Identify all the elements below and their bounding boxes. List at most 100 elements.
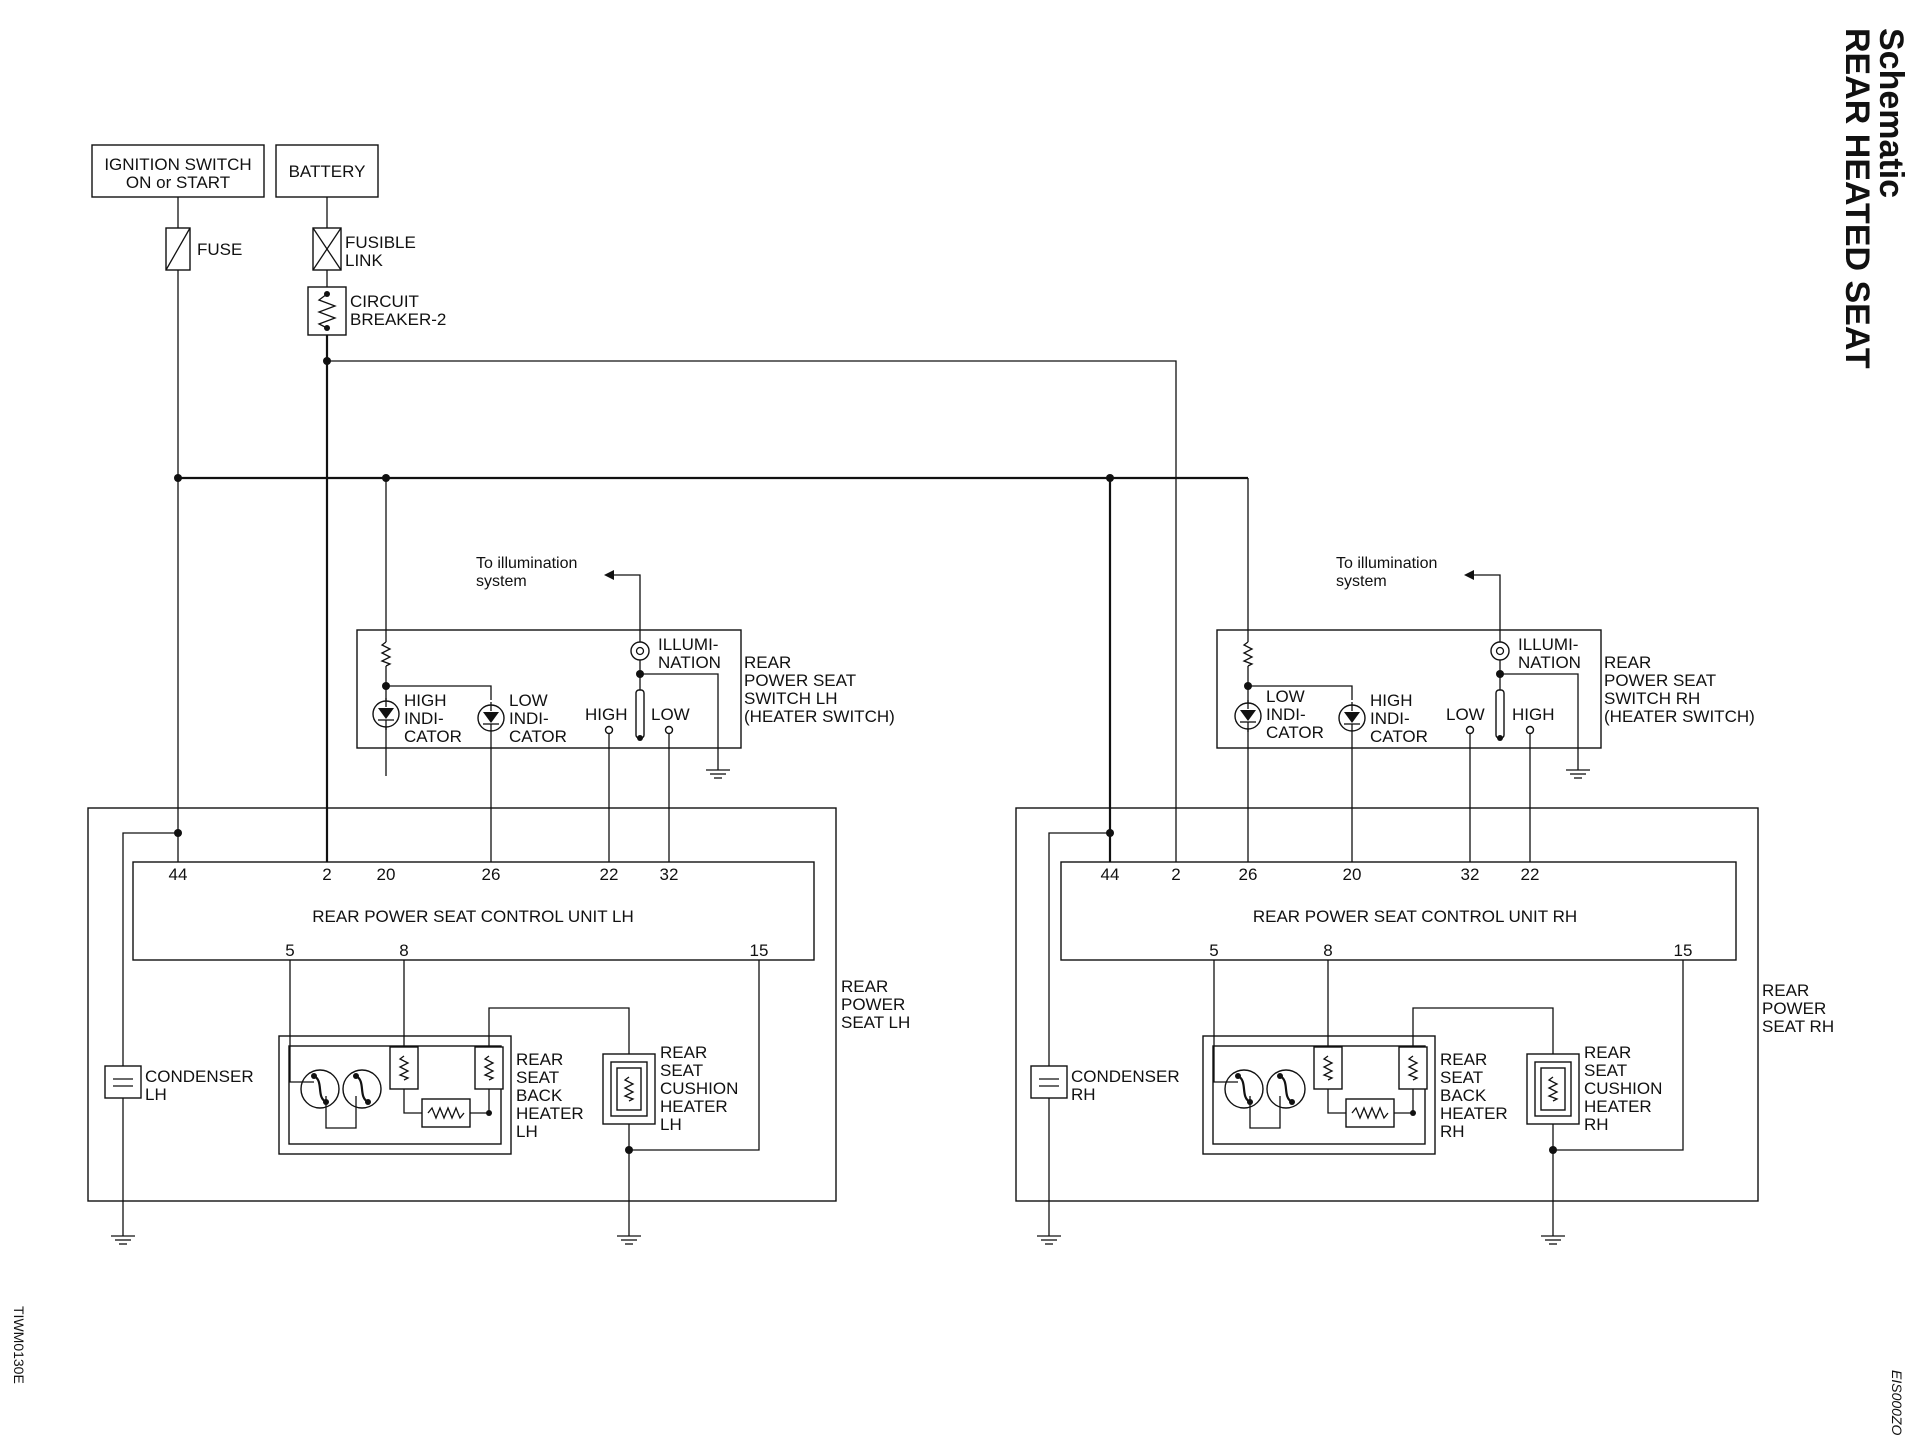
battery: BATTERY	[275, 144, 379, 198]
title-line1: Schematic	[1872, 28, 1910, 198]
illum-note-rh-1: To illumination	[1336, 555, 1437, 572]
rear-power-seat-lh: REAR POWER SEAT LH CONDENSER LH REAR POW…	[87, 807, 910, 1226]
control-unit-lh-label: REAR POWER SEAT CONTROL UNIT LH	[312, 907, 633, 926]
illum-note-rh-2: system	[1336, 573, 1387, 590]
fuse-label: FUSE	[197, 240, 242, 259]
rh-pin-32: 32	[1461, 865, 1480, 884]
ground-rh-heater	[1540, 1225, 1566, 1245]
seat-rh-label-2: POWER	[1762, 999, 1826, 1018]
condenser-rh-label-1: CONDENSER	[1071, 1067, 1180, 1086]
rh-pin-2: 2	[1171, 865, 1180, 884]
switch-rh-name-3: SWITCH RH	[1604, 689, 1700, 708]
high-indicator-rh-label-1: HIGH	[1370, 691, 1413, 710]
lh-pin-44: 44	[169, 865, 188, 884]
condenser-rh-label-2: RH	[1071, 1085, 1096, 1104]
fusible-link-label-1: FUSIBLE	[345, 233, 416, 252]
heater-switch-rh	[1495, 689, 1505, 741]
illumination-lh-label-2: NATION	[658, 653, 721, 672]
control-unit-rh: REAR POWER SEAT CONTROL UNIT RH 44 2 26 …	[1060, 861, 1737, 961]
title: Schematic REAR HEATED SEAT	[1838, 28, 1910, 369]
fuse: FUSE	[165, 227, 242, 271]
lh-pin-2: 2	[322, 865, 331, 884]
seat-lh-label-3: SEAT LH	[841, 1013, 910, 1032]
switch-lh-name-2: POWER SEAT	[744, 671, 856, 690]
lh-pin-32: 32	[660, 865, 679, 884]
lh-pin-20: 20	[377, 865, 396, 884]
rear-power-seat-rh: REAR POWER SEAT RH CONDENSER RH REAR POW…	[1015, 807, 1834, 1226]
back-heater-rh-label-5: RH	[1440, 1122, 1465, 1141]
low-indicator-rh	[1234, 699, 1262, 733]
sw-low-rh: LOW	[1446, 705, 1485, 724]
ignition-switch-label-2: ON or START	[126, 173, 230, 192]
back-heater-lh-label-1: REAR	[516, 1050, 563, 1069]
sw-high-rh: HIGH	[1512, 705, 1555, 724]
condenser-rh	[1030, 1065, 1068, 1099]
switch-lh-name-3: SWITCH LH	[744, 689, 838, 708]
rh-pin-5: 5	[1209, 941, 1218, 960]
low-indicator-lh-label-1: LOW	[509, 691, 548, 710]
high-indicator-rh-label-2: INDI-	[1370, 709, 1410, 728]
heater-switch-lh	[635, 689, 645, 741]
back-heater-rh-label-4: HEATER	[1440, 1104, 1508, 1123]
back-heater-rh	[1202, 1035, 1436, 1155]
illum-note-lh-2: system	[476, 573, 527, 590]
seat-rh-label-1: REAR	[1762, 981, 1809, 1000]
circuit-breaker: CIRCUIT BREAKER-2	[307, 286, 446, 336]
fusible-link: FUSIBLE LINK	[312, 227, 416, 271]
ignition-switch-label-1: IGNITION SWITCH	[104, 155, 251, 174]
high-indicator-lh-label-1: HIGH	[404, 691, 447, 710]
condenser-lh-label-2: LH	[145, 1085, 167, 1104]
lh-pin-22: 22	[600, 865, 619, 884]
cushion-heater-rh-label-1: REAR	[1584, 1043, 1631, 1062]
rh-pin-26: 26	[1239, 865, 1258, 884]
rh-pin-20: 20	[1343, 865, 1362, 884]
back-heater-lh-label-2: SEAT	[516, 1068, 559, 1087]
high-indicator-lh-label-3: CATOR	[404, 727, 462, 746]
switch-rh-name-4: (HEATER SWITCH)	[1604, 707, 1755, 726]
cushion-heater-lh	[602, 1053, 656, 1125]
seat-rh-label-3: SEAT RH	[1762, 1017, 1834, 1036]
switch-lh-name-4: (HEATER SWITCH)	[744, 707, 895, 726]
illumination-rh-label-2: NATION	[1518, 653, 1581, 672]
low-indicator-rh-label-1: LOW	[1266, 687, 1305, 706]
cushion-heater-rh-label-2: SEAT	[1584, 1061, 1627, 1080]
low-indicator-rh-label-3: CATOR	[1266, 723, 1324, 742]
control-unit-rh-label: REAR POWER SEAT CONTROL UNIT RH	[1253, 907, 1577, 926]
illum-note-lh-1: To illumination	[476, 555, 577, 572]
cushion-heater-rh-label-5: RH	[1584, 1115, 1609, 1134]
back-heater-lh-label-3: BACK	[516, 1086, 563, 1105]
cushion-heater-lh-label-3: CUSHION	[660, 1079, 738, 1098]
ground-lh-condenser	[110, 1225, 136, 1245]
illumination-lamp-lh	[630, 641, 650, 661]
figure-code-left: TIWM0130E	[11, 1306, 27, 1384]
rh-pin-15: 15	[1674, 941, 1693, 960]
high-indicator-lh-label-2: INDI-	[404, 709, 444, 728]
low-indicator-lh-label-3: CATOR	[509, 727, 567, 746]
low-indicator-lh-label-2: INDI-	[509, 709, 549, 728]
switch-rh: To illumination system LOW INDI- CATOR H…	[1216, 555, 1755, 862]
lh-pin-8: 8	[399, 941, 408, 960]
cushion-heater-lh-label-2: SEAT	[660, 1061, 703, 1080]
ground-lh-heater	[616, 1225, 642, 1245]
switch-lh-name-1: REAR	[744, 653, 791, 672]
seat-lh-label-2: POWER	[841, 995, 905, 1014]
back-heater-rh-label-2: SEAT	[1440, 1068, 1483, 1087]
low-indicator-lh	[477, 701, 505, 735]
illumination-lamp-rh	[1490, 641, 1510, 661]
high-indicator-lh	[372, 697, 400, 731]
rh-pin-44: 44	[1101, 865, 1120, 884]
condenser-lh-label-1: CONDENSER	[145, 1067, 254, 1086]
lh-pin-5: 5	[285, 941, 294, 960]
lh-pin-15: 15	[750, 941, 769, 960]
battery-label: BATTERY	[289, 162, 366, 181]
illumination-rh-label-1: ILLUMI-	[1518, 635, 1578, 654]
control-unit-lh: REAR POWER SEAT CONTROL UNIT LH 44 2 20 …	[132, 861, 815, 961]
circuit-breaker-label-1: CIRCUIT	[350, 292, 419, 311]
back-heater-lh	[278, 1035, 512, 1155]
low-indicator-rh-label-2: INDI-	[1266, 705, 1306, 724]
rh-pin-22: 22	[1521, 865, 1540, 884]
cushion-heater-rh-label-3: CUSHION	[1584, 1079, 1662, 1098]
sw-high-lh: HIGH	[585, 705, 628, 724]
fusible-link-label-2: LINK	[345, 251, 383, 270]
